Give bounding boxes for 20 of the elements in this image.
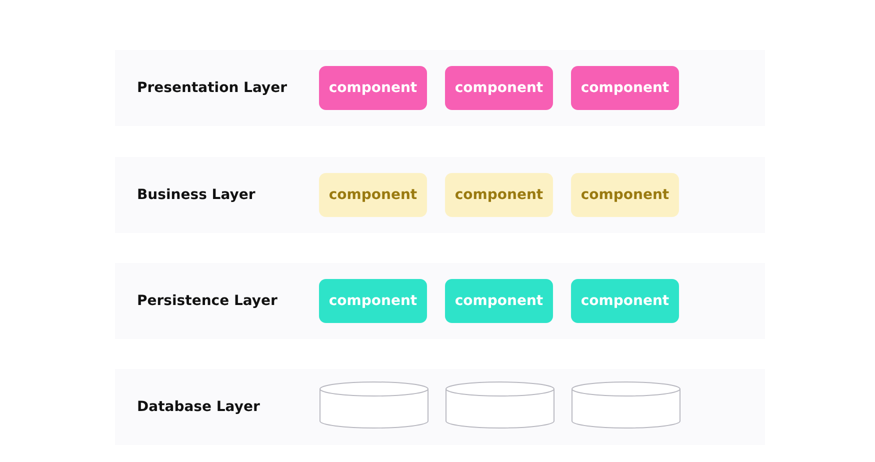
layer-title: Presentation Layer (137, 79, 288, 98)
database-cylinder (445, 381, 555, 429)
layer-band (115, 157, 765, 233)
component-box: component (571, 279, 679, 323)
layer-title: Persistence Layer (137, 292, 278, 311)
component-box: component (319, 279, 427, 323)
layer-band (115, 369, 765, 445)
layer-title: Database Layer (137, 398, 260, 417)
database-cylinder (319, 381, 429, 429)
component-box: component (319, 173, 427, 217)
component-box: component (571, 173, 679, 217)
component-box: component (571, 66, 679, 110)
component-box: component (445, 173, 553, 217)
layer-title: Business Layer (137, 186, 256, 205)
component-box: component (445, 66, 553, 110)
layer-band (115, 263, 765, 339)
component-box: component (319, 66, 427, 110)
layer-band (115, 50, 765, 126)
component-box: component (445, 279, 553, 323)
database-cylinder (571, 381, 681, 429)
